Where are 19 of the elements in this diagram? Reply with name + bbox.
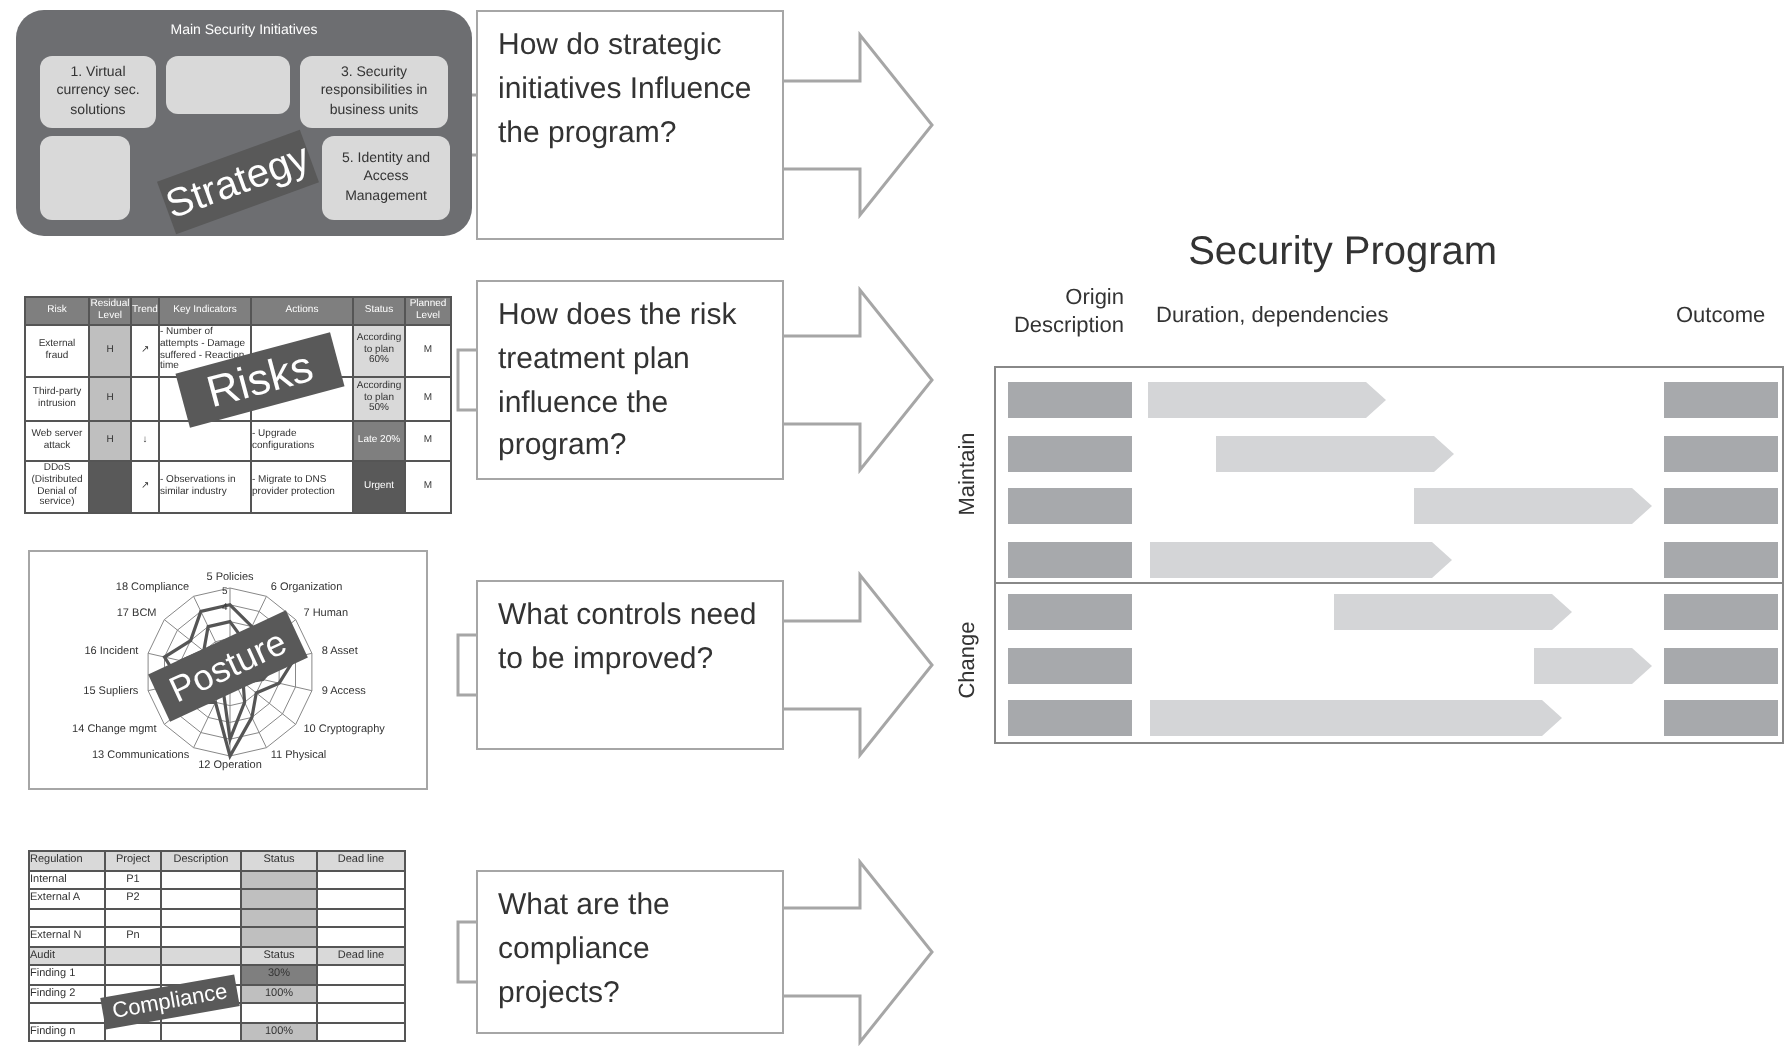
block-arrow	[782, 857, 934, 1046]
column-header: Duration, dependencies	[1156, 304, 1389, 328]
block-arrow	[782, 285, 934, 475]
initiatives-panel	[16, 10, 472, 236]
block-arrow	[782, 30, 934, 220]
question-box: What controls need to be improved?	[476, 580, 784, 750]
empty-box	[40, 136, 130, 220]
topic-banner: Strategy	[157, 129, 319, 235]
column-header: Origin Description	[1011, 284, 1124, 342]
empty-box	[166, 56, 290, 114]
question-box: What are the compliance projects?	[476, 870, 784, 1034]
chart-title: Security Program	[1188, 230, 1498, 276]
topic-banner: Compliance	[100, 974, 240, 1030]
question-box: How do strategic initiatives Influence the program?	[476, 10, 784, 240]
column-header: Outcome	[1676, 304, 1766, 328]
row-group-label: Maintain	[956, 432, 980, 516]
program-chart	[994, 230, 1784, 744]
question-box: How does the risk treatment plan influence the program?	[476, 280, 784, 480]
block-arrow	[782, 570, 934, 760]
